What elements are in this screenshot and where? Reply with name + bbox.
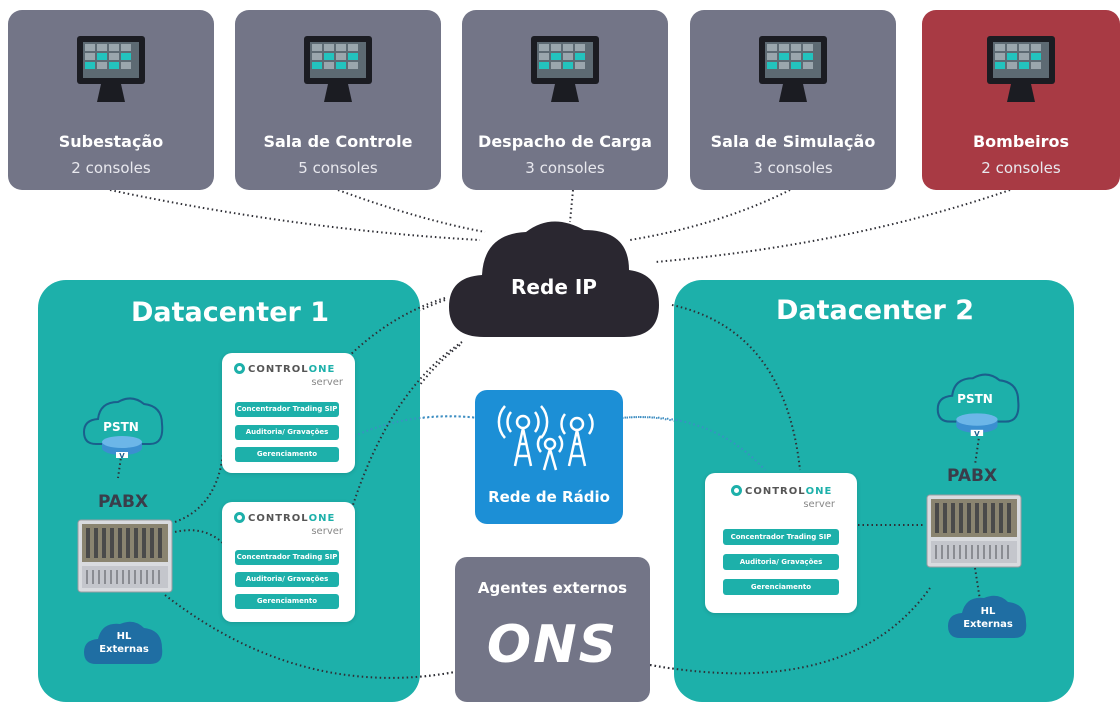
controlone-logo: CONTROLONE — [731, 485, 832, 497]
ons-logo: ONS — [486, 615, 619, 675]
pstn-cloud-icon: V — [82, 397, 164, 458]
server-subtitle: server — [311, 526, 343, 537]
feature-pill: Auditoria/ Gravações — [235, 425, 339, 440]
site-card-bombeiros: Bombeiros 2 consoles — [922, 10, 1120, 190]
hl-externas-cloud-icon — [948, 595, 1027, 638]
external-agents-box: Agentes externos ONS — [455, 557, 650, 702]
feature-pill: Auditoria/ Gravações — [723, 554, 839, 570]
site-name: Sala de Controle — [263, 132, 413, 151]
server-subtitle: server — [311, 377, 343, 388]
datacenter-1-title: Datacenter 1 — [130, 297, 330, 328]
controlone-logo: CONTROLONE — [234, 512, 335, 524]
pabx-device-icon — [77, 519, 173, 593]
site-console-count: 2 consoles — [981, 159, 1061, 177]
feature-pill: Concentrador Trading SIP — [723, 529, 839, 545]
site-name: Subestação — [58, 132, 164, 151]
monitor-icon — [77, 36, 145, 102]
radio-network-label: Rede de Rádio — [488, 488, 610, 506]
cloud-icon — [449, 221, 659, 337]
site-console-count: 2 consoles — [71, 159, 151, 177]
hl-text: HL — [116, 631, 132, 642]
pabx-device-icon — [926, 494, 1022, 568]
dc1-pabx-label: PABX — [98, 492, 149, 512]
controlone-logo-icon — [731, 485, 742, 496]
external-agents-title: Agentes externos — [477, 579, 628, 597]
site-card-sala-de-simulacao: Sala de Simulação 3 consoles — [690, 10, 896, 190]
controlone-logo-icon — [234, 512, 245, 523]
dc1-pstn-label: PSTN — [103, 420, 139, 434]
svg-text:V: V — [974, 429, 980, 436]
hl-externas-cloud-icon — [84, 621, 163, 664]
logo-brand: ONE — [308, 364, 336, 375]
pstn-cloud-icon: V — [936, 373, 1020, 436]
controlone-server-card: CONTROLONE server Concentrador Trading S… — [222, 353, 355, 473]
logo-brand: ONE — [308, 513, 336, 524]
controlone-logo-icon — [234, 363, 245, 374]
logo-brand: ONE — [805, 486, 833, 497]
site-name: Bombeiros — [972, 132, 1070, 151]
externas-text: Externas — [963, 619, 1013, 630]
datacenter-2-title: Datacenter 2 — [775, 295, 975, 326]
hl-text: HL — [980, 606, 996, 617]
site-name: Sala de Simulação — [710, 132, 876, 151]
radio-tower-icon — [497, 405, 594, 471]
site-console-count: 3 consoles — [753, 159, 833, 177]
feature-pill: Gerenciamento — [723, 579, 839, 595]
site-console-count: 3 consoles — [525, 159, 605, 177]
feature-pill: Concentrador Trading SIP — [235, 402, 339, 417]
dc1-hl-label: HL Externas — [96, 630, 152, 656]
externas-text: Externas — [99, 644, 149, 655]
controlone-logo: CONTROLONE — [234, 363, 335, 375]
site-console-count: 5 consoles — [298, 159, 378, 177]
site-card-subestacao: Subestação 2 consoles — [8, 10, 214, 190]
radio-network-box: Rede de Rádio — [475, 390, 623, 524]
svg-text:V: V — [119, 452, 125, 458]
logo-text: CONTROL — [745, 486, 806, 497]
feature-pill: Gerenciamento — [235, 594, 339, 609]
server-subtitle: server — [803, 499, 835, 510]
controlone-server-card: CONTROLONE server Concentrador Trading S… — [222, 502, 355, 622]
site-card-despacho-de-carga: Despacho de Carga 3 consoles — [462, 10, 668, 190]
dc2-hl-label: HL Externas — [958, 605, 1018, 631]
monitor-icon — [304, 36, 372, 102]
controlone-server-card: CONTROLONE server Concentrador Trading S… — [705, 473, 857, 613]
feature-pill: Auditoria/ Gravações — [235, 572, 339, 587]
dc2-pstn-label: PSTN — [957, 392, 993, 406]
monitor-icon — [531, 36, 599, 102]
feature-pill: Gerenciamento — [235, 447, 339, 462]
site-name: Despacho de Carga — [478, 132, 652, 151]
logo-text: CONTROL — [248, 364, 309, 375]
site-card-sala-de-controle: Sala de Controle 5 consoles — [235, 10, 441, 190]
logo-text: CONTROL — [248, 513, 309, 524]
monitor-icon — [987, 36, 1055, 102]
monitor-icon — [759, 36, 827, 102]
network-label: Rede IP — [511, 275, 597, 299]
feature-pill: Concentrador Trading SIP — [235, 550, 339, 565]
dc2-pabx-label: PABX — [947, 466, 998, 486]
